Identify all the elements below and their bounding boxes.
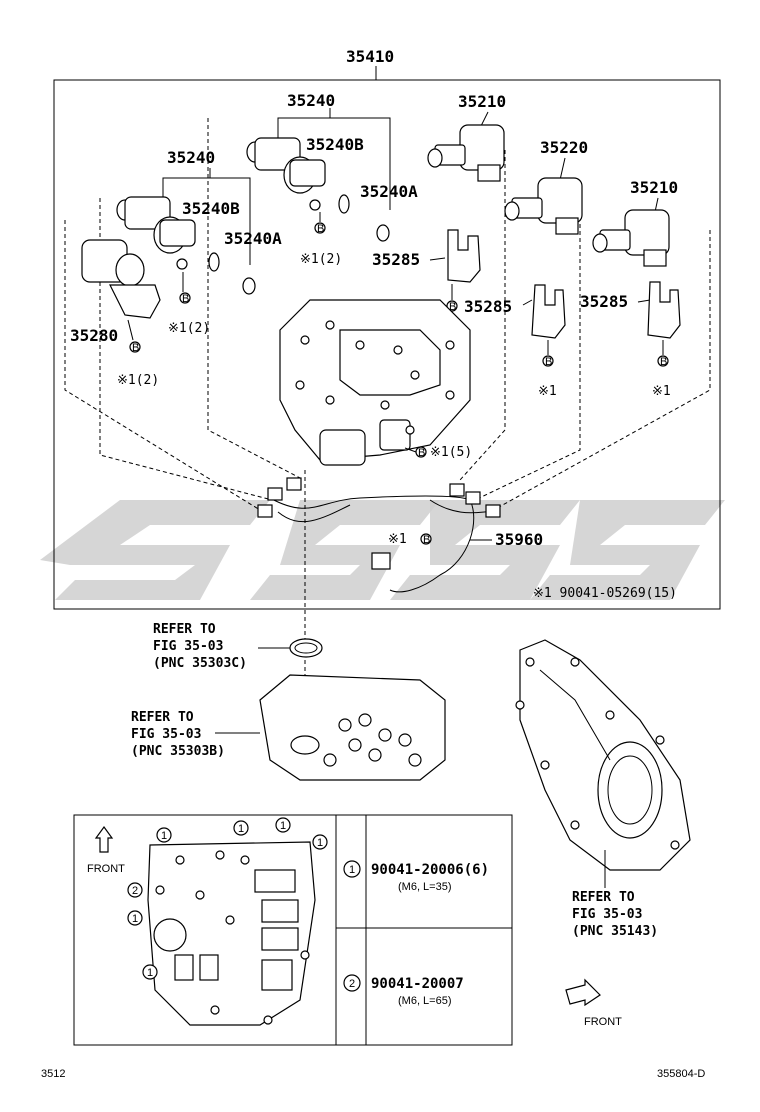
o-ring-35240A-upper — [376, 224, 390, 242]
table-marker-1 — [343, 860, 361, 878]
solenoid-35240-upper — [246, 137, 326, 211]
part-number-35240A-lower: 35240A — [224, 229, 282, 248]
table-row2-part: 90041-20007 — [371, 976, 464, 992]
inset-markers: 1 1 1 1 2 1 1 — [127, 817, 328, 980]
svg-text:1: 1 — [280, 820, 286, 832]
part-number-35210-a: 35210 — [458, 92, 506, 111]
bolt-symbol-4 — [446, 300, 458, 312]
svg-text:B: B — [418, 447, 425, 459]
bolt-note-2: ※1(2) — [168, 321, 210, 336]
solenoid-35210-b — [592, 209, 670, 267]
part-number-35285-c: 35285 — [580, 292, 628, 311]
front-arrow-lower — [565, 978, 601, 1007]
solenoid-35220 — [504, 177, 583, 235]
part-number-35960: 35960 — [495, 530, 543, 549]
part-number-35280: 35280 — [70, 326, 118, 345]
part-number-35220: 35220 — [540, 138, 588, 157]
bolt-symbol-2 — [179, 292, 191, 304]
front-label-lower: FRONT — [584, 1016, 622, 1028]
part-number-35240-lower: 35240 — [167, 148, 215, 167]
front-label-inset: FRONT — [87, 863, 125, 875]
part-number-35410: 35410 — [346, 47, 394, 66]
leader-35240-upper — [277, 117, 391, 210]
svg-text:1: 1 — [147, 967, 153, 979]
svg-text:B: B — [423, 534, 430, 546]
watermark-logo — [40, 500, 725, 600]
part-number-35240-upper: 35240 — [287, 91, 335, 110]
refer-3-line-2: FIG 35-03 — [572, 907, 642, 922]
bolt-symbol-3 — [129, 341, 141, 353]
transmission-case — [515, 639, 691, 871]
svg-text:B: B — [449, 301, 456, 313]
bolt-note-1: ※1(2) — [300, 252, 342, 267]
svg-text:B: B — [317, 223, 324, 235]
oil-strainer — [259, 674, 446, 781]
part-number-35210-b: 35210 — [630, 178, 678, 197]
part-number-35240B-upper: 35240B — [306, 135, 364, 154]
o-ring-35240A-lower — [242, 277, 256, 295]
part-number-35240A-upper: 35240A — [360, 182, 418, 201]
svg-text:2: 2 — [349, 978, 355, 990]
inset-frame — [73, 814, 513, 1046]
bracket-35285-a — [447, 229, 481, 283]
table-row1-spec: (M6, L=35) — [398, 881, 452, 893]
svg-text:1: 1 — [132, 913, 138, 925]
bolt-note-7: ※1(5) — [430, 445, 472, 460]
bolt-note-5: ※1 — [538, 384, 557, 399]
dashed-guides — [64, 118, 711, 730]
refer-1-line-3: (PNC 35303C) — [153, 656, 247, 671]
refer-2-line-2: FIG 35-03 — [131, 727, 201, 742]
front-arrow-inset — [94, 825, 114, 853]
svg-text:B: B — [660, 356, 667, 368]
bolt-symbol-8 — [420, 533, 432, 545]
part-number-35240B-lower: 35240B — [182, 199, 240, 218]
svg-text:2: 2 — [132, 885, 138, 897]
svg-text:B: B — [132, 342, 139, 354]
svg-text:1: 1 — [238, 823, 244, 835]
bolt-note-6: ※1 — [652, 384, 671, 399]
bolt-symbol-6 — [657, 355, 669, 367]
assembly-frame — [53, 79, 721, 610]
o-ring-35240B-upper — [338, 194, 350, 214]
part-number-35285-b: 35285 — [464, 297, 512, 316]
refer-3-line-3: (PNC 35143) — [572, 924, 658, 939]
bolt-symbol-5 — [542, 355, 554, 367]
bracket-35285-b — [531, 284, 566, 339]
bolt-symbol-7 — [415, 446, 427, 458]
bolt-note-3: ※1(2) — [117, 373, 159, 388]
table-row2-spec: (M6, L=65) — [398, 995, 452, 1007]
valve-body — [279, 299, 471, 466]
part-number-35285-a: 35285 — [372, 250, 420, 269]
refer-1-line-2: FIG 35-03 — [153, 639, 223, 654]
svg-text:B: B — [182, 293, 189, 305]
bracket-35285-c — [647, 281, 681, 339]
bolt-symbol-1 — [314, 222, 326, 234]
solenoid-35210-a — [427, 124, 505, 182]
svg-text:B: B — [545, 356, 552, 368]
refer-1-line-1: REFER TO — [153, 622, 216, 637]
diagram-code: 355804-D — [657, 1068, 705, 1080]
page-code: 3512 — [41, 1068, 65, 1080]
footnote-bolt-spec: ※1 90041-05269(15) — [533, 586, 677, 601]
svg-text:1: 1 — [349, 864, 355, 876]
inset-valve-body — [147, 841, 316, 1026]
refer-3-line-1: REFER TO — [572, 890, 635, 905]
o-ring-35240B-lower — [208, 252, 220, 272]
solenoid-35280 — [81, 239, 161, 319]
table-row1-part: 90041-20006(6) — [371, 862, 489, 878]
solenoid-35240-lower — [116, 196, 196, 270]
bolt-note-8: ※1 — [388, 532, 407, 547]
svg-text:1: 1 — [161, 830, 167, 842]
table-marker-2 — [343, 974, 361, 992]
svg-text:1: 1 — [317, 837, 323, 849]
refer-2-line-1: REFER TO — [131, 710, 194, 725]
refer-2-line-3: (PNC 35303B) — [131, 744, 225, 759]
wire-harness-35960 — [257, 477, 501, 593]
